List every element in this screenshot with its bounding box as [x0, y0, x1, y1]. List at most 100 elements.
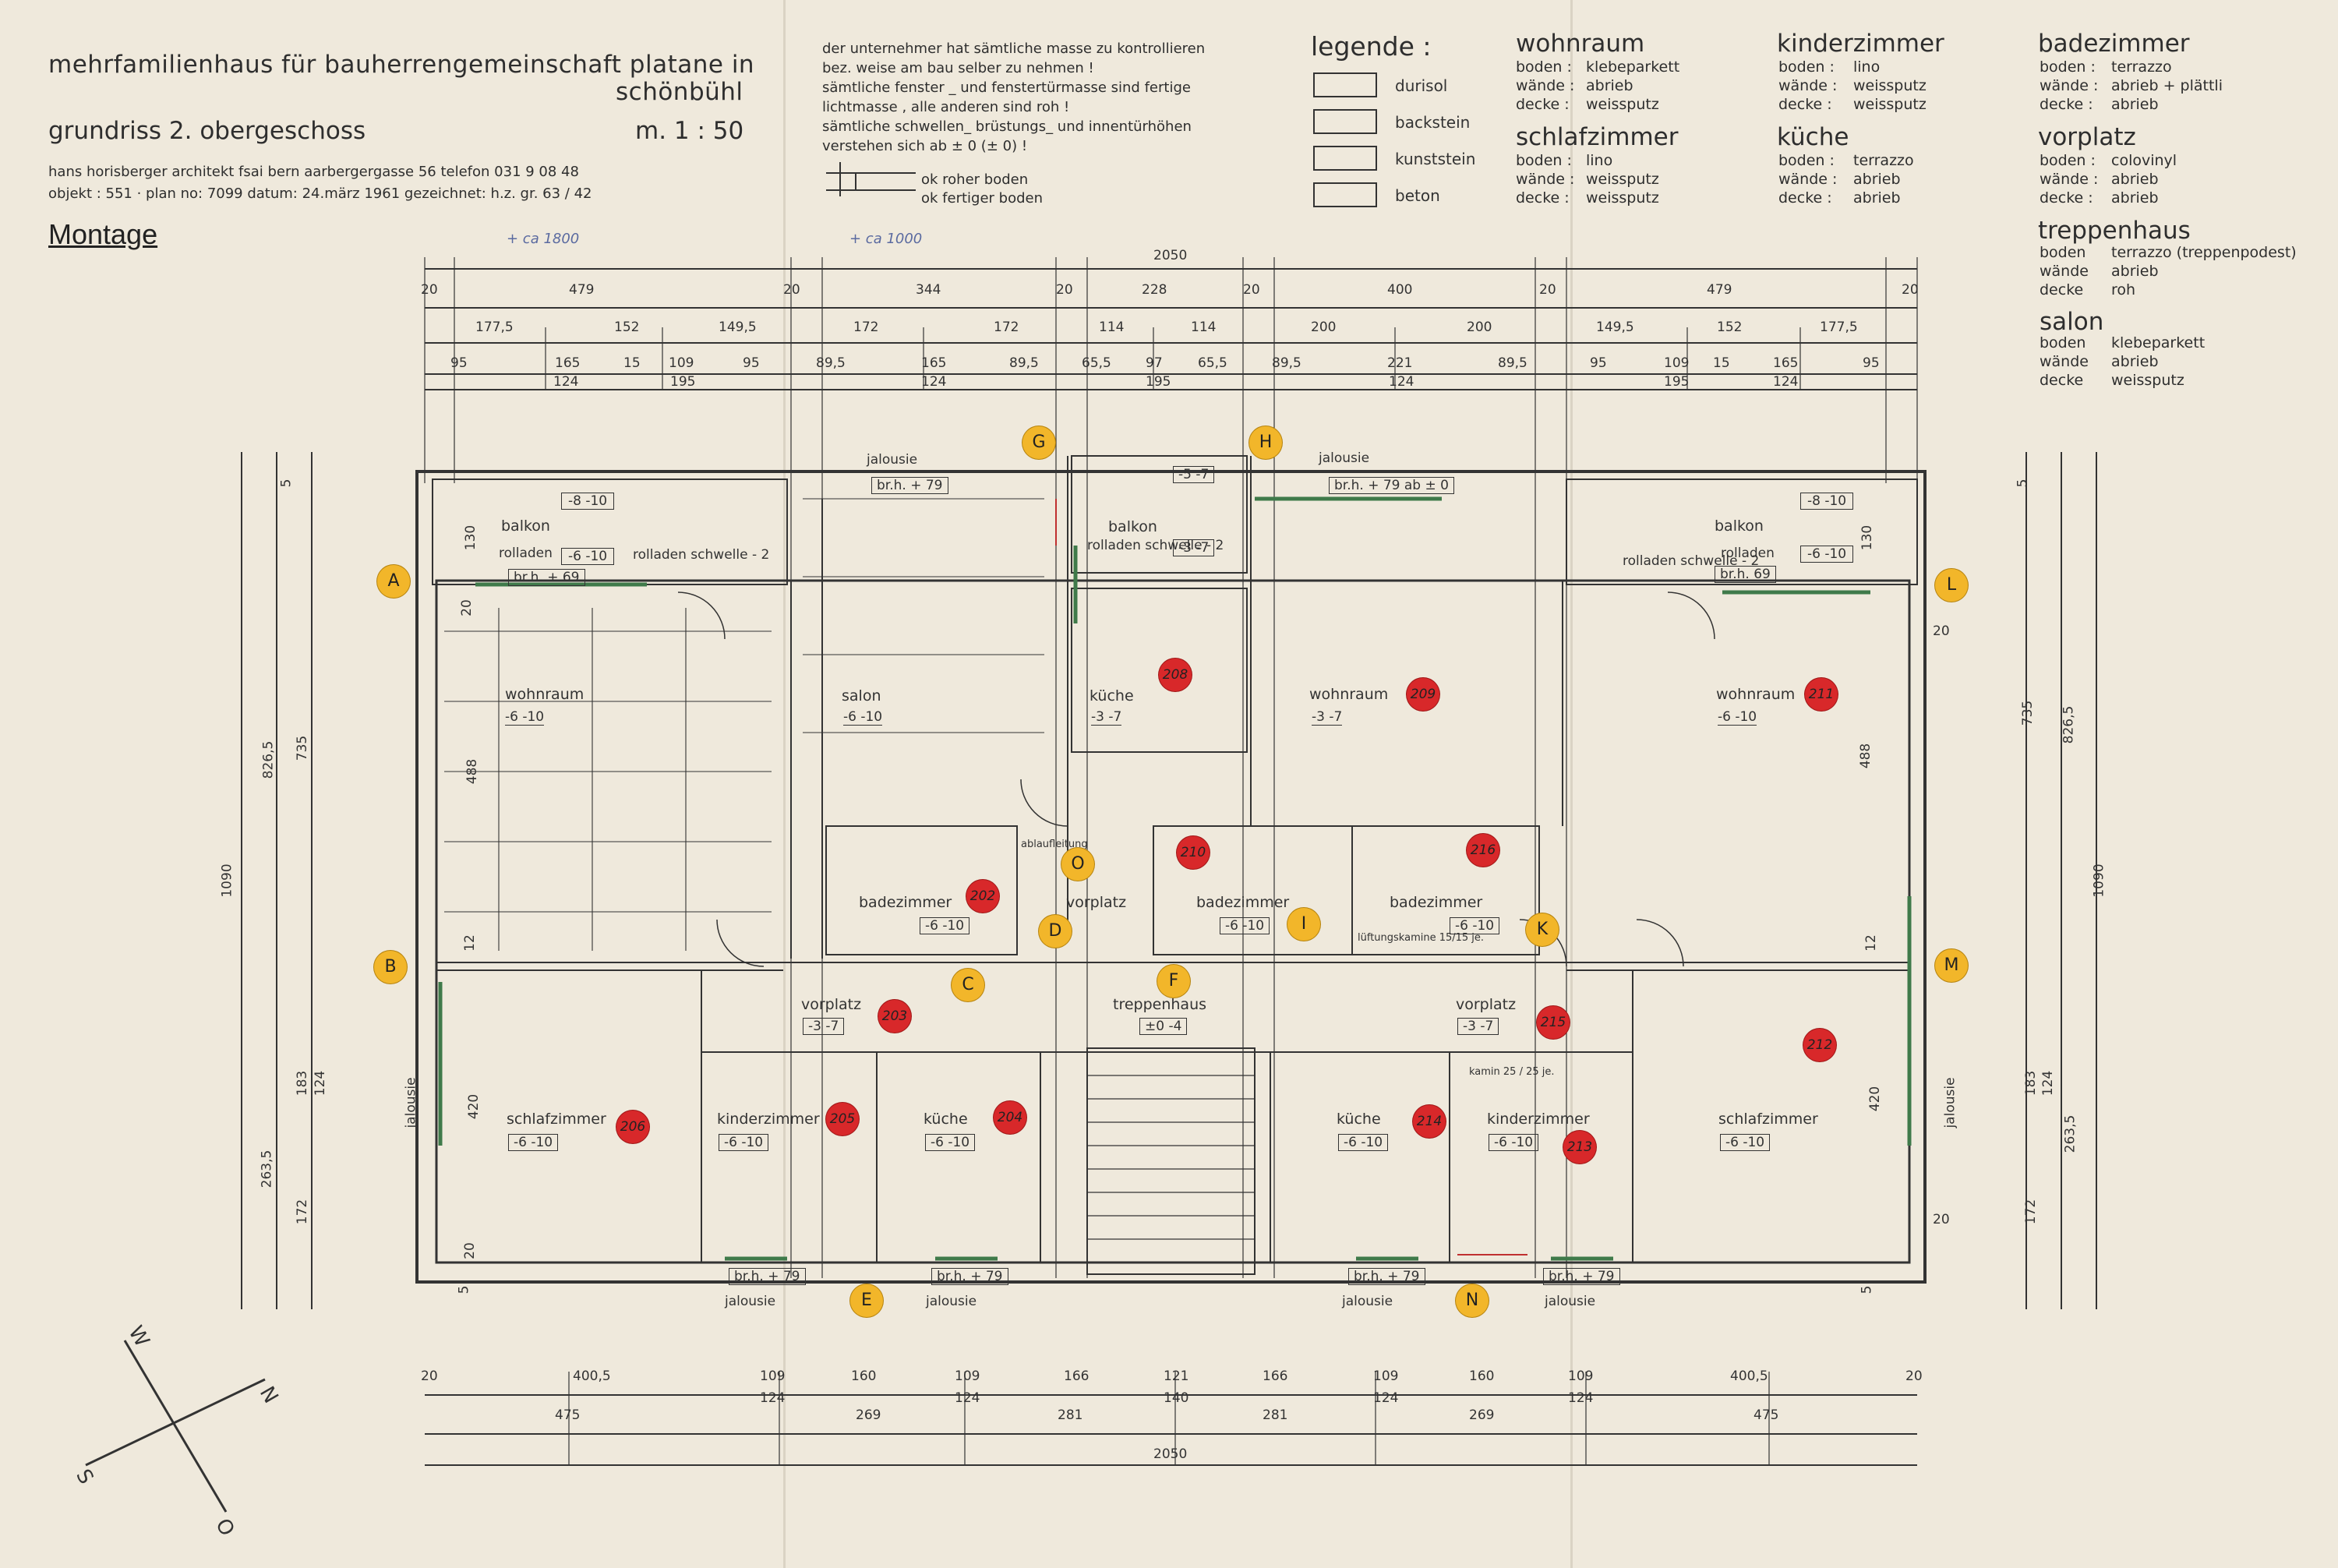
- dim-label: 400: [1387, 282, 1413, 298]
- note-line: sämtliche fenster _ und fenstertürmasse …: [822, 79, 1191, 96]
- room-level-code: -6 -10: [1338, 1134, 1389, 1151]
- room-label: küche: [1090, 687, 1134, 705]
- sill-height-label: br.h. + 79: [1348, 1268, 1425, 1285]
- dim-label: 149,5: [1596, 320, 1634, 335]
- room-level-code: -6 -10: [1800, 546, 1854, 563]
- room-label: vorplatz: [801, 996, 862, 1013]
- axis-marker: B: [374, 951, 407, 984]
- material-room-title: küche: [1777, 123, 1849, 151]
- rolladen-label: rolladen schwelle - 2: [633, 547, 770, 563]
- note-line: sämtliche schwellen_ brüstungs_ und inne…: [822, 118, 1192, 135]
- rolladen-label: rolladen schwelle - 2: [1623, 553, 1760, 569]
- room-marker: 206: [616, 1111, 649, 1143]
- sill-height-label: br.h. + 79: [1543, 1268, 1620, 1285]
- dim-label: 89,5: [1009, 355, 1039, 371]
- legend-swatch-backstein: [1313, 109, 1377, 134]
- dim-label: 109: [1373, 1368, 1399, 1384]
- plan-scale: m. 1 : 50: [635, 117, 744, 145]
- dim-label: 95: [450, 355, 468, 371]
- material-row: decke : abrieb: [1778, 189, 1901, 207]
- dim-label: 65,5: [1082, 355, 1111, 371]
- material-row: wände : abrieb: [2040, 171, 2159, 188]
- material-room-title: schlafzimmer: [1516, 123, 1679, 151]
- room-marker: 202: [966, 880, 999, 913]
- dim-label: 97: [1146, 355, 1163, 371]
- legend-label: backstein: [1395, 113, 1471, 132]
- dim-label: 124: [553, 374, 579, 390]
- plan-title: mehrfamilienhaus für bauherrengemeinscha…: [48, 51, 755, 79]
- dim-label: 149,5: [719, 320, 757, 335]
- dim-label: 95: [743, 355, 760, 371]
- pencil-note: + ca 1000: [849, 231, 923, 247]
- dim-label: 183: [295, 1070, 311, 1097]
- paper-fold: [1570, 0, 1573, 1568]
- legend-label: kunststein: [1395, 150, 1476, 168]
- dim-label: 95: [1590, 355, 1607, 371]
- dim-label: 475: [1754, 1407, 1779, 1423]
- dim-label: 124: [1773, 374, 1799, 390]
- axis-marker: F: [1157, 965, 1190, 998]
- material-row: decke : abrieb: [2040, 96, 2159, 113]
- dim-label: 166: [1064, 1368, 1090, 1384]
- vent-label: lüftungskamine 15/15 je.: [1358, 932, 1485, 944]
- room-label: balkon: [1108, 518, 1157, 535]
- note-ok-roher: ok roher boden: [921, 171, 1029, 188]
- dim-label: 109: [955, 1368, 980, 1384]
- room-label: badezimmer: [1390, 894, 1483, 911]
- dim-label: 20: [458, 599, 475, 616]
- material-row: wände : abrieb: [1516, 77, 1633, 94]
- dim-label: 420: [466, 1093, 482, 1120]
- dim-label: 166: [1263, 1368, 1288, 1384]
- dim-label: 488: [1858, 743, 1874, 769]
- dim-label: 20: [1933, 1212, 1950, 1227]
- dim-label: 20: [783, 282, 800, 298]
- dim-label: 479: [569, 282, 595, 298]
- dim-label: 5: [278, 479, 295, 488]
- room-level-code: -6 -10: [1220, 917, 1270, 934]
- material-row: decke : weissputz: [1516, 189, 1659, 207]
- dim-label: 826,5: [2061, 705, 2077, 744]
- dim-label: 165: [555, 355, 581, 371]
- dim-label: 89,5: [816, 355, 846, 371]
- sill-height-label: br.h. + 79: [871, 477, 948, 494]
- jalousie-label: jalousie: [1319, 450, 1370, 466]
- room-marker: 214: [1413, 1105, 1446, 1138]
- room-level-code: -3 -7: [1312, 709, 1343, 726]
- dim-label: 12: [1863, 934, 1879, 952]
- room-marker: 215: [1537, 1006, 1570, 1039]
- room-level-code: -6 -10: [505, 709, 545, 726]
- room-level-code: -6 -10: [920, 917, 970, 934]
- room-label: küche: [1337, 1111, 1381, 1128]
- note-ok-fertiger: ok fertiger boden: [921, 190, 1043, 207]
- axis-marker: E: [850, 1284, 883, 1317]
- axis-marker: L: [1935, 569, 1968, 602]
- drain-label: ablaufleitung: [1021, 839, 1088, 850]
- material-room-title: kinderzimmer: [1777, 30, 1944, 58]
- dim-label: 200: [1467, 320, 1492, 335]
- room-marker: 209: [1407, 678, 1439, 711]
- legend-swatch-beton: [1313, 182, 1377, 207]
- dim-label: 114: [1191, 320, 1217, 335]
- dim-label: 200: [1311, 320, 1337, 335]
- material-row: wände : abrieb + plättli: [2040, 77, 2223, 94]
- material-row: wände : abrieb: [1778, 171, 1901, 188]
- room-level-code: -8 -10: [561, 493, 615, 510]
- plan-title-location: schönbühl: [616, 78, 743, 106]
- material-room-title: badezimmer: [2038, 30, 2190, 58]
- axis-marker: M: [1935, 949, 1968, 982]
- dim-label: 95: [1863, 355, 1880, 371]
- room-level-code: -3 -7: [803, 1018, 845, 1035]
- dim-label: 488: [464, 758, 481, 785]
- material-row: boden terrazzo (treppenpodest): [2040, 244, 2297, 261]
- room-level-code: -6 -10: [925, 1134, 976, 1151]
- room-label: balkon: [501, 517, 550, 535]
- note-line: verstehen sich ab ± 0 (± 0) !: [822, 138, 1028, 154]
- jalousie-label: jalousie: [1545, 1294, 1596, 1309]
- dim-label: 130: [463, 524, 479, 551]
- dim-label: 20: [1933, 623, 1950, 639]
- dim-label: 177,5: [1820, 320, 1858, 335]
- room-level-code: -6 -10: [561, 548, 615, 565]
- dim-label: 89,5: [1272, 355, 1301, 371]
- dim-label: 124: [921, 374, 947, 390]
